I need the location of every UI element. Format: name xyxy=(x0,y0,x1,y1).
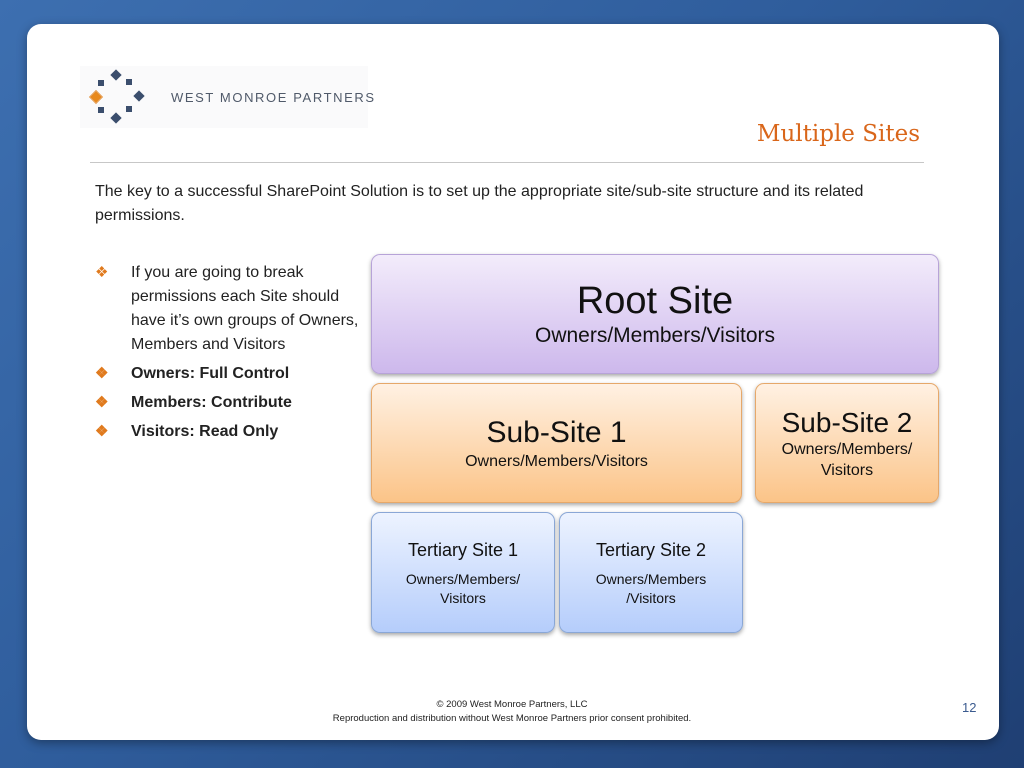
sub-site-1-title: Sub-Site 1 xyxy=(486,415,627,449)
footer: © 2009 West Monroe Partners, LLC Reprodu… xyxy=(290,698,734,726)
tertiary-site-1-box: Tertiary Site 1 Owners/Members/ Visitors xyxy=(371,512,555,633)
root-site-groups: Owners/Members/Visitors xyxy=(534,324,775,347)
bullet-item: ❖ Members: Contribute xyxy=(95,391,365,415)
diamond-bullet-icon: ❖ xyxy=(95,423,109,440)
title-divider xyxy=(90,162,924,163)
copyright-text: © 2009 West Monroe Partners, LLC xyxy=(436,699,588,710)
tertiary-site-2-box: Tertiary Site 2 Owners/Members /Visitors xyxy=(559,512,743,633)
bullet-list: ❖ If you are going to break permissions e… xyxy=(95,261,365,449)
bullet-item: ❖ Owners: Full Control xyxy=(95,362,365,386)
bullet-text: Visitors: Read Only xyxy=(131,423,279,440)
sub-site-2-box: Sub-Site 2 Owners/Members/ Visitors xyxy=(755,383,939,503)
diamond-bullet-icon: ❖ xyxy=(95,264,109,281)
bullet-text: Owners: Full Control xyxy=(131,365,290,382)
bullet-text: Members: Contribute xyxy=(131,394,292,411)
logo-text: WEST MONROE PARTNERS xyxy=(171,90,376,105)
intro-text: The key to a successful SharePoint Solut… xyxy=(95,183,864,224)
root-site-box: Root Site Owners/Members/Visitors xyxy=(371,254,939,374)
page-number: 12 xyxy=(962,700,977,715)
diamond-bullet-icon: ❖ xyxy=(95,365,109,382)
sub-site-1-groups: Owners/Members/Visitors xyxy=(465,452,648,470)
sub-site-1-box: Sub-Site 1 Owners/Members/Visitors xyxy=(371,383,742,503)
bullet-text: If you are going to break permissions ea… xyxy=(131,264,359,353)
sub-site-2-title: Sub-Site 2 xyxy=(781,406,913,438)
tertiary-site-1-title: Tertiary Site 1 xyxy=(407,539,519,560)
tertiary-site-1-groups-line2: Visitors xyxy=(440,589,486,606)
sub-site-2-groups-line2: Visitors xyxy=(820,461,874,479)
diamond-bullet-icon: ❖ xyxy=(95,394,109,411)
tertiary-site-2-groups-line2: /Visitors xyxy=(626,589,676,606)
slide-title: Multiple Sites xyxy=(756,121,920,147)
root-site-title: Root Site xyxy=(576,280,734,322)
tertiary-site-2-groups-line1: Owners/Members xyxy=(595,570,707,587)
tertiary-site-2-title: Tertiary Site 2 xyxy=(595,539,707,560)
company-logo xyxy=(80,66,368,128)
tertiary-site-1-groups-line1: Owners/Members/ xyxy=(405,570,521,587)
bullet-item: ❖ Visitors: Read Only xyxy=(95,420,365,444)
sub-site-2-groups-line1: Owners/Members/ xyxy=(781,440,913,458)
bullet-item: ❖ If you are going to break permissions e… xyxy=(95,261,365,357)
notice-text: Reproduction and distribution without We… xyxy=(332,713,692,724)
